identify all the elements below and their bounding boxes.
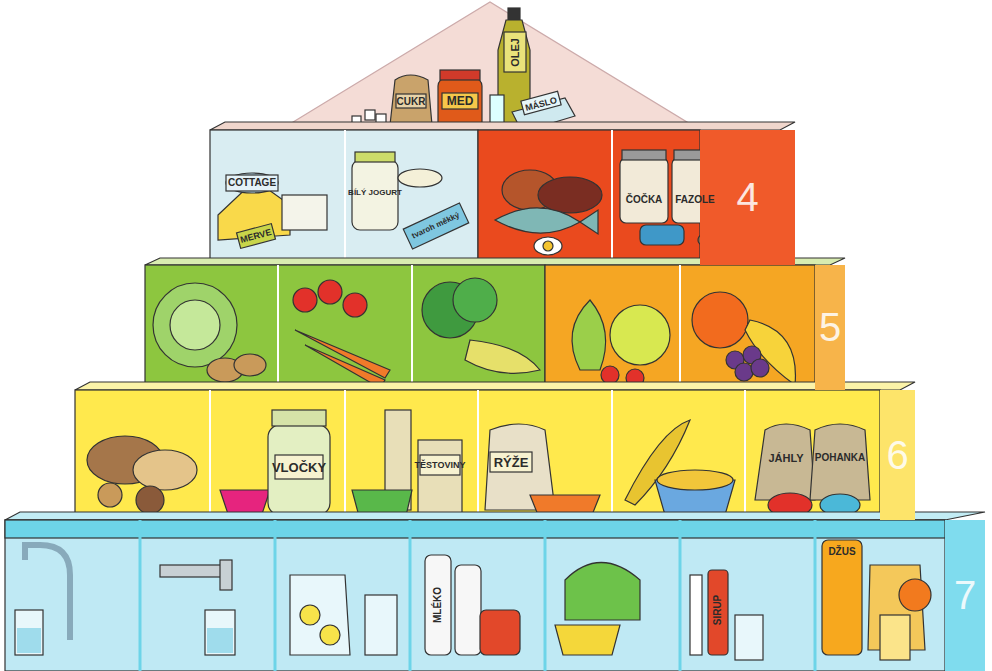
tier-number: 4	[736, 175, 758, 220]
package-label: ČOČKA	[626, 195, 663, 205]
package-label: JÁHLY	[768, 453, 803, 464]
package-label: TĚSTOVINY	[415, 461, 466, 470]
package-label: COTTAGE	[228, 178, 276, 188]
pyramid-tier: 7	[945, 520, 985, 671]
package-label: OLEJ	[509, 38, 520, 67]
package-label: DŽUS	[828, 547, 855, 557]
tier-number: 5	[819, 305, 841, 350]
package-label: CUKR	[397, 97, 426, 107]
package-label: POHANKA	[815, 453, 866, 463]
package-label: RÝŽE	[494, 456, 529, 469]
package-label: BÍLÝ JOGURT	[348, 189, 402, 197]
package-label: MLÉKO	[433, 587, 443, 623]
pyramid-tier: 6	[880, 390, 915, 520]
tier-number: 7	[954, 573, 976, 618]
tier-number: 6	[886, 433, 908, 478]
package-label: FAZOLE	[675, 195, 714, 205]
package-label: VLOČKY	[272, 461, 326, 474]
package-label: SIRUP	[713, 595, 723, 626]
package-label: MED	[447, 95, 474, 107]
pyramid-tier: 5	[815, 265, 845, 390]
